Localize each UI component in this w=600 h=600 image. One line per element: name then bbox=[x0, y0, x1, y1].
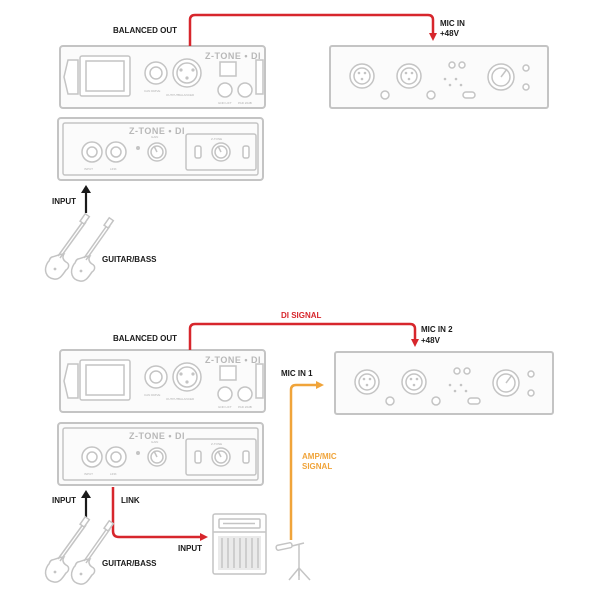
top-diagram: Z-TONE • DI Z-TONE • DI BALANCED OUT MIC… bbox=[44, 13, 549, 282]
di-front-brand-top: Z-TONE • DI bbox=[129, 126, 185, 136]
amp-mic-label-line1: AMP/MIC bbox=[302, 452, 337, 461]
amp-mic-cable bbox=[289, 381, 324, 540]
audio-interface-bottom bbox=[334, 351, 554, 415]
bottom-diagram: Z-TONE • DI Z-TONE • DI DI SIGNAL BALANC… bbox=[44, 311, 554, 585]
guitar-bass-icon-bottom bbox=[44, 516, 115, 585]
balanced-out-label-top: BALANCED OUT bbox=[113, 26, 177, 35]
link-cable bbox=[111, 487, 208, 541]
guitar-amp-icon bbox=[212, 513, 267, 575]
di-front-brand-bottom: Z-TONE • DI bbox=[129, 431, 185, 441]
guitar-bass-label-top: GUITAR/BASS bbox=[102, 255, 157, 264]
di-brand-top: Z-TONE • DI bbox=[205, 51, 261, 61]
phantom-label-top: +48V bbox=[440, 29, 460, 38]
guitar-bass-label-bottom: GUITAR/BASS bbox=[102, 559, 157, 568]
audio-interface-top bbox=[329, 45, 549, 109]
di-signal-label: DI SIGNAL bbox=[281, 311, 322, 320]
balanced-out-cable-top bbox=[188, 13, 437, 46]
mic-in-1-label: MIC IN 1 bbox=[281, 369, 313, 378]
input-arrowhead-top bbox=[81, 185, 91, 193]
balanced-out-cable-bottom bbox=[188, 322, 419, 350]
input-label-bottom: INPUT bbox=[52, 496, 76, 505]
balanced-out-label-bottom: BALANCED OUT bbox=[113, 334, 177, 343]
guitar-bass-icon-top bbox=[44, 213, 115, 282]
mic-in-label-top: MIC IN bbox=[440, 19, 465, 28]
input-label-top: INPUT bbox=[52, 197, 76, 206]
mic-in-2-label: MIC IN 2 bbox=[421, 325, 453, 334]
input-arrowhead-bottom bbox=[81, 490, 91, 498]
phantom-label-bottom: +48V bbox=[421, 336, 441, 345]
di-brand-bottom: Z-TONE • DI bbox=[205, 355, 261, 365]
amp-input-label: INPUT bbox=[178, 544, 202, 553]
link-label: LINK bbox=[121, 496, 140, 505]
microphone-stand-icon bbox=[275, 542, 311, 581]
amp-mic-label-line2: SIGNAL bbox=[302, 462, 332, 471]
